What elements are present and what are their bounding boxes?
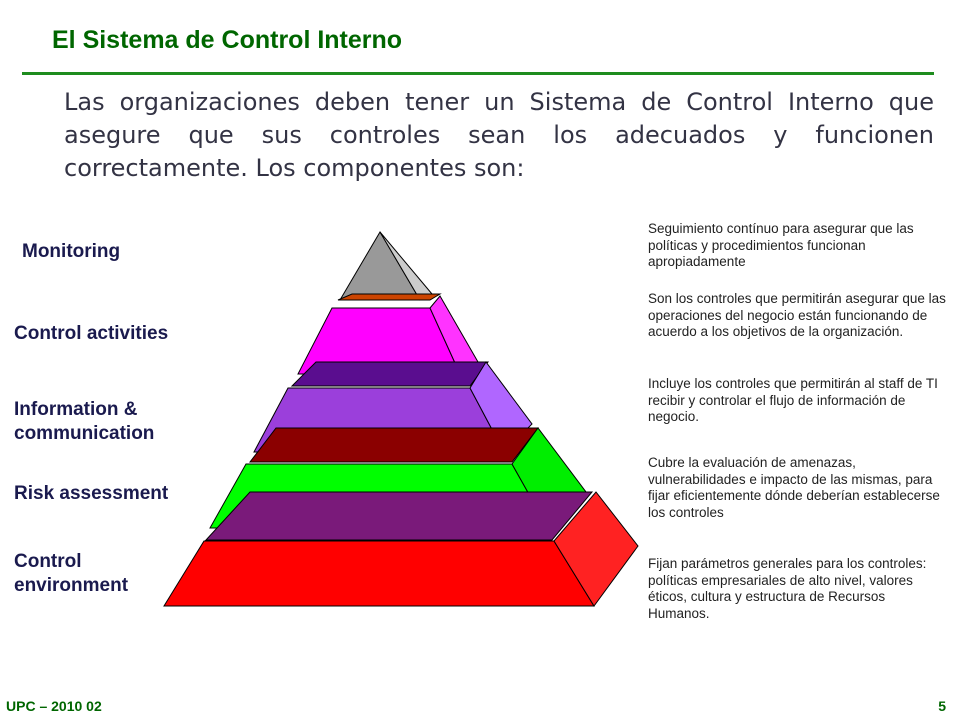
description-monitoring: Seguimiento contínuo para asegurar que l… [648,221,914,269]
label-control-environment: Control environment [14,551,129,596]
label-risk-assessment: Risk assessment [14,483,169,504]
layer-information-top [290,361,489,387]
intro-paragraph: Las organizaciones deben tener un Sistem… [64,88,934,182]
title-divider [22,72,934,75]
label-information-communication: Information & communication [14,399,155,444]
label-monitoring: Monitoring [22,241,121,262]
layer-risk-top [248,427,540,463]
label-control-activities: Control activities [14,323,169,344]
description-risk-assessment: Cubre la evaluación de amenazas, vulnera… [648,455,940,520]
description-control-environment: Fijan parámetros generales para los cont… [648,556,927,621]
layer-control-activities-top [337,293,442,301]
page-number: 5 [938,698,946,714]
layer-environment-front [163,540,595,607]
layer-environment-top [204,491,594,541]
description-control-activities: Son los controles que permitirán asegura… [648,291,946,339]
description-information-communication: Incluye los controles que permitirán al … [648,376,938,424]
layer-environment-side [553,491,639,607]
slide-title: El Sistema de Control Interno [52,26,403,54]
footer-course-code: UPC – 2010 02 [6,698,102,714]
